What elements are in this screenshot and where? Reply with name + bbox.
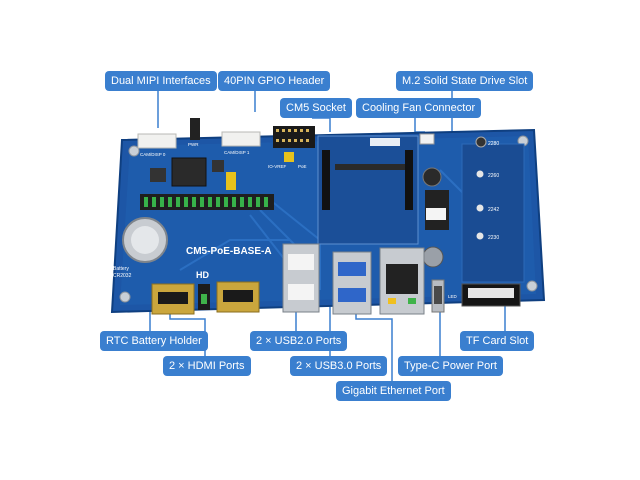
chips — [150, 157, 224, 187]
led-text: LED — [448, 294, 458, 299]
hd-mark: HD — [196, 270, 209, 280]
label-gpio-header: 40PIN GPIO Header — [218, 71, 331, 91]
io-vref-text: IO-VREF — [268, 164, 287, 169]
battery-holder — [122, 217, 168, 263]
board-name: CM5-PoE-BASE-A — [186, 246, 272, 257]
ssd-2242: 2242 — [488, 207, 499, 213]
ssd-2260: 2260 — [488, 173, 499, 179]
poe-text: PoE — [298, 164, 307, 169]
label-ethernet: Gigabit Ethernet Port — [336, 381, 451, 401]
cam1-text: CAM/DISP 1 — [224, 150, 250, 155]
ethernet-port — [379, 247, 425, 315]
label-cm5-socket: CM5 Socket — [280, 98, 352, 118]
label-dual-mipi: Dual MIPI Interfaces — [105, 71, 217, 91]
usb3-ports — [332, 251, 372, 315]
label-hdmi: 2 × HDMI Ports — [163, 356, 251, 376]
ssd-2230: 2230 — [488, 235, 499, 241]
label-typec: Type-C Power Port — [398, 356, 503, 376]
typec-port — [431, 279, 445, 313]
label-usb3: 2 × USB3.0 Ports — [290, 356, 388, 376]
cm5-socket — [317, 135, 419, 245]
label-usb2: 2 × USB2.0 Ports — [250, 331, 348, 351]
silkscreen: CM5-PoE-BASE-A HD Battery CR2032 CAM/DIS… — [113, 141, 499, 299]
mipi-connectors — [137, 118, 261, 149]
gpio-header — [140, 126, 315, 210]
usb2-ports — [282, 243, 320, 313]
cam0-text: CAM/DISP 0 — [140, 152, 166, 157]
battery-text: Battery — [113, 266, 129, 272]
label-tf-card: TF Card Slot — [460, 331, 535, 351]
hdmi-ports — [151, 281, 260, 315]
label-cooling-fan: Cooling Fan Connector — [356, 98, 482, 118]
fan-connector — [419, 133, 449, 268]
label-m2-slot: M.2 Solid State Drive Slot — [396, 71, 534, 91]
pwr-text: PWR — [188, 142, 199, 147]
m2-slot — [461, 136, 525, 283]
ssd-2280: 2280 — [488, 141, 499, 147]
tf-card-slot — [461, 283, 521, 307]
label-rtc-battery: RTC Battery Holder — [100, 331, 208, 351]
battery-model: CR2032 — [113, 273, 132, 279]
